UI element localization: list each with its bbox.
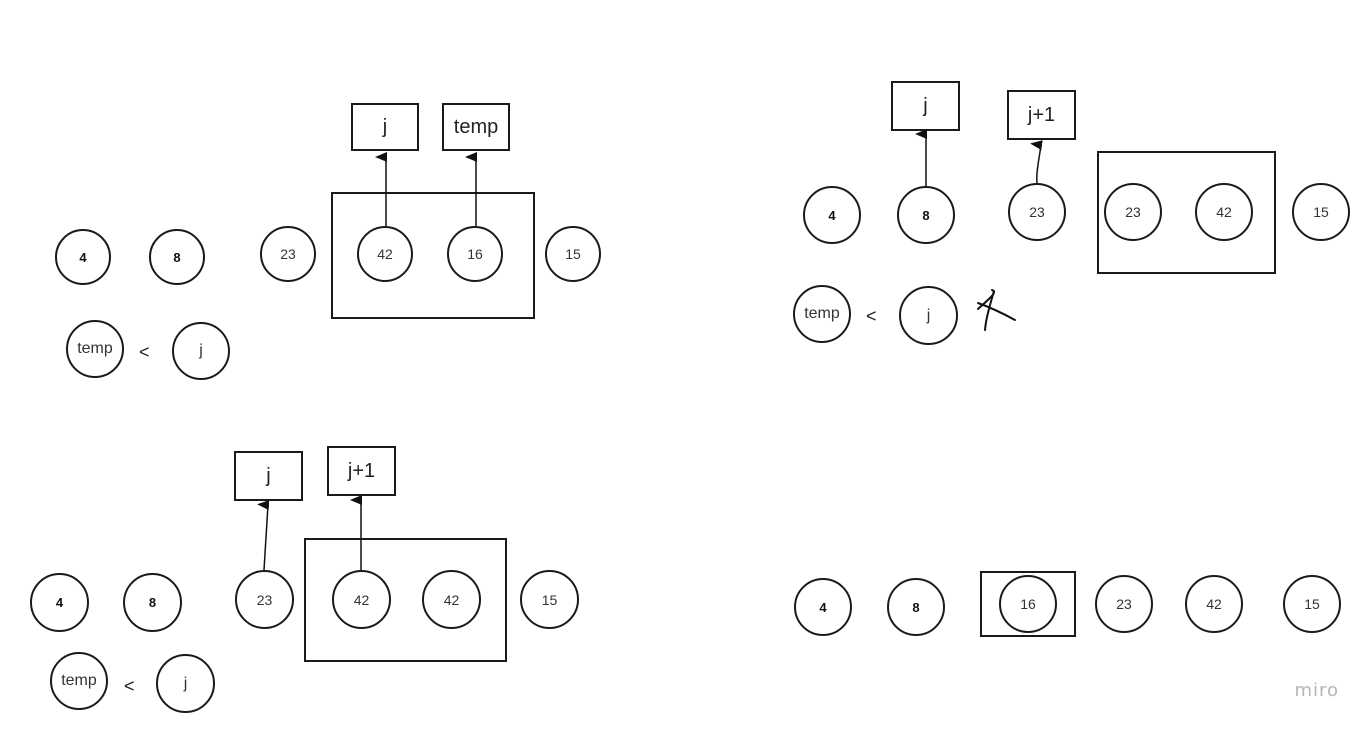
pointer-label-j[interactable]: j [234, 451, 303, 501]
array-element-node[interactable]: 8 [897, 186, 955, 244]
compared-pair-box[interactable] [1097, 151, 1276, 274]
temp-variable-node[interactable]: temp [50, 652, 108, 710]
temp-variable-node[interactable]: temp [66, 320, 124, 378]
pointer-label-j[interactable]: j [351, 103, 419, 151]
compared-pair-box[interactable] [331, 192, 535, 319]
array-element-node[interactable]: 42 [357, 226, 413, 282]
array-element-node[interactable]: 23 [260, 226, 316, 282]
pointer-label-temp[interactable]: temp [442, 103, 510, 151]
pointer-label-j-plus-1[interactable]: j+1 [1007, 90, 1076, 140]
array-element-node[interactable]: 16 [447, 226, 503, 282]
inserted-element-box[interactable] [980, 571, 1076, 637]
cross-out-mark [977, 289, 1016, 331]
less-than-operator: < [124, 676, 135, 696]
compared-pair-box[interactable] [304, 538, 507, 662]
arrow-connector [257, 500, 270, 571]
array-element-node[interactable]: 23 [1008, 183, 1066, 241]
array-element-node[interactable]: 15 [545, 226, 601, 282]
array-element-node[interactable]: 16 [999, 575, 1057, 633]
array-element-node[interactable]: 8 [149, 229, 205, 285]
less-than-operator: < [866, 306, 877, 326]
array-element-node[interactable]: 4 [30, 573, 89, 632]
less-than-operator: < [139, 342, 150, 362]
array-element-node[interactable]: 8 [123, 573, 182, 632]
array-element-node[interactable]: 42 [422, 570, 481, 629]
array-element-node[interactable]: 4 [55, 229, 111, 285]
j-variable-node[interactable]: j [172, 322, 230, 380]
array-element-node[interactable]: 42 [1195, 183, 1253, 241]
array-element-node[interactable]: 4 [794, 578, 852, 636]
temp-variable-node[interactable]: temp [793, 285, 851, 343]
array-element-node[interactable]: 15 [520, 570, 579, 629]
j-variable-node[interactable]: j [156, 654, 215, 713]
array-element-node[interactable]: 8 [887, 578, 945, 636]
array-element-node[interactable]: 23 [235, 570, 294, 629]
array-element-node[interactable]: 4 [803, 186, 861, 244]
array-element-node[interactable]: 23 [1104, 183, 1162, 241]
miro-watermark: miro [1294, 680, 1339, 701]
array-element-node[interactable]: 15 [1283, 575, 1341, 633]
array-element-node[interactable]: 42 [1185, 575, 1243, 633]
pointer-label-j-plus-1[interactable]: j+1 [327, 446, 396, 496]
j-variable-node[interactable]: j [899, 286, 958, 345]
array-element-node[interactable]: 15 [1292, 183, 1350, 241]
array-element-node[interactable]: 23 [1095, 575, 1153, 633]
array-element-node[interactable]: 42 [332, 570, 391, 629]
arrow-connector [1030, 140, 1043, 184]
